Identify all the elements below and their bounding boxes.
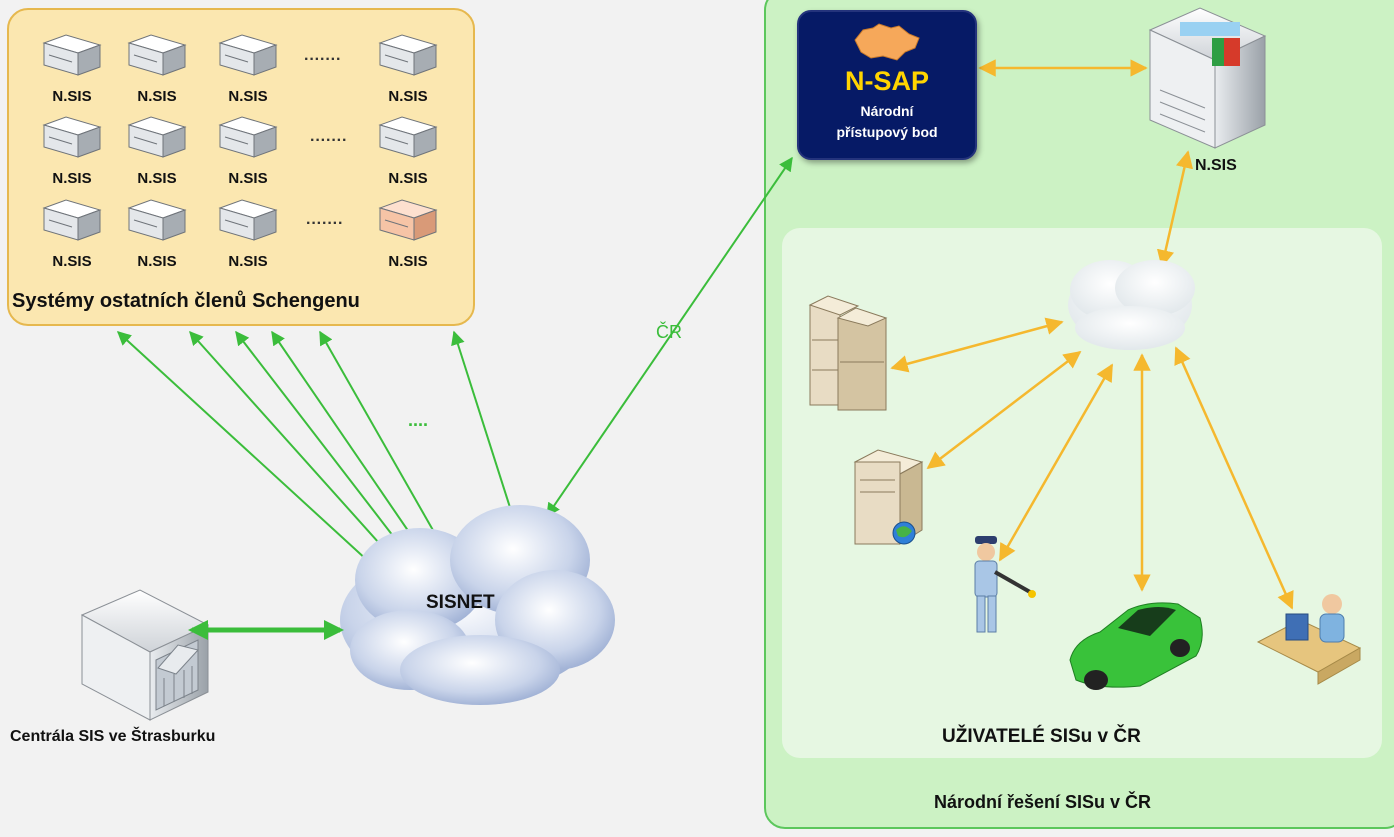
nsap-subtitle-line2: přístupový bod [836, 124, 938, 140]
nsis-label: N.SIS [137, 253, 177, 270]
nsis-label: N.SIS [228, 253, 268, 270]
nsap-title: N-SAP [844, 66, 929, 96]
nsis-server-icon [127, 199, 187, 241]
national-nsis-building [1148, 7, 1267, 149]
cr-link-label: ČR [656, 322, 682, 342]
nsis-label: N.SIS [228, 170, 268, 187]
nsap-box: N-SAP Národní přístupový bod [797, 10, 977, 160]
link-servers [890, 317, 1064, 373]
users-panel-title: UŽIVATELÉ SISu v ČR [942, 726, 1141, 747]
column-dots: ······· ······· ······· [304, 51, 347, 232]
svg-text:·······: ······· [310, 132, 347, 149]
nsis-server-icon [42, 34, 102, 76]
nsis-server-icon [378, 199, 438, 241]
web-server-icon [853, 449, 924, 545]
nsis-server-icon [127, 116, 187, 158]
schengen-panel-title: Systémy ostatních členů Schengenu [12, 290, 360, 312]
nsis-server-icon [378, 34, 438, 76]
policeman-icon [974, 536, 1036, 633]
nsis-label: N.SIS [137, 88, 177, 105]
schengen-panel [7, 8, 475, 326]
link-policeman [998, 363, 1114, 562]
link-cr [546, 156, 793, 518]
nsis-server-icon [42, 116, 102, 158]
nsis-server-icon [218, 116, 278, 158]
sisnet-label: SISNET [426, 592, 495, 613]
svg-text:·······: ······· [304, 51, 341, 68]
nsis-label: N.SIS [52, 253, 92, 270]
nsis-label: N.SIS [52, 170, 92, 187]
nsis-server-icon [127, 34, 187, 76]
link-6 [451, 330, 517, 522]
national-nsis-label: N.SIS [1195, 157, 1237, 174]
central-sis-building [80, 589, 210, 721]
czech-map-icon [854, 23, 920, 61]
national-cloud [1068, 260, 1195, 350]
link-operator [1174, 346, 1294, 610]
user-links [890, 317, 1294, 610]
server-cluster-icon [808, 295, 888, 411]
link-2 [189, 330, 397, 564]
nsis-server-icon [218, 199, 278, 241]
operator-icon [1256, 594, 1362, 685]
schengen-servers [42, 34, 438, 241]
nsis-server-icon [42, 199, 102, 241]
nsap-subtitle-line1: Národní [860, 103, 914, 119]
national-panel-title: Národní řešení SISu v ČR [934, 792, 1152, 812]
nsis-server-icon [218, 34, 278, 76]
car-icon [1069, 602, 1203, 690]
nsis-label: N.SIS [137, 170, 177, 187]
nsis-label: N.SIS [388, 253, 428, 270]
nsis-label: N.SIS [388, 170, 428, 187]
nsis-label: N.SIS [52, 88, 92, 105]
nsis-label: N.SIS [228, 88, 268, 105]
sisnet-cloud [340, 505, 615, 705]
svg-text:·······: ······· [306, 215, 343, 232]
central-sis-label: Centrála SIS ve Štrasburku [10, 728, 216, 745]
link-4 [271, 330, 425, 556]
nsis-label: N.SIS [388, 88, 428, 105]
link-5 [319, 330, 443, 548]
more-links-ellipsis: .... [408, 410, 429, 430]
schengen-sisnet-links [116, 156, 793, 573]
nsis-server-icon [378, 116, 438, 158]
nsis-cloud-link [1156, 150, 1194, 268]
